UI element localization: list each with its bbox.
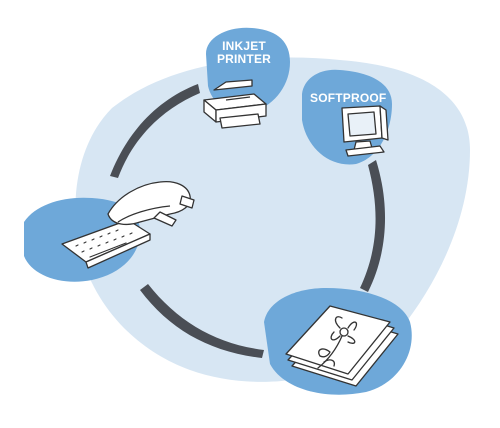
arrow-scanner-to-output bbox=[140, 284, 264, 358]
keyboard-keys bbox=[75, 229, 133, 258]
node-inkjet-printer[interactable] bbox=[206, 27, 290, 114]
arrow-printer-to-scanner bbox=[110, 84, 200, 178]
flower-icon bbox=[317, 316, 358, 369]
softproof-label: SOFTPROOF bbox=[310, 91, 387, 105]
inkjet-printer-label-line2: PRINTER bbox=[216, 52, 272, 66]
scanner-icon bbox=[61, 180, 195, 269]
arrow-softproof-to-output bbox=[360, 160, 386, 292]
inkjet-printer-label-line1: INKJET bbox=[222, 39, 266, 53]
monitor-icon bbox=[341, 105, 389, 157]
printed-photo-icon bbox=[285, 305, 399, 387]
printer-icon bbox=[203, 79, 267, 129]
cycle-arrows bbox=[110, 84, 386, 358]
inkjet-printer-label: INKJET PRINTER bbox=[214, 40, 274, 66]
